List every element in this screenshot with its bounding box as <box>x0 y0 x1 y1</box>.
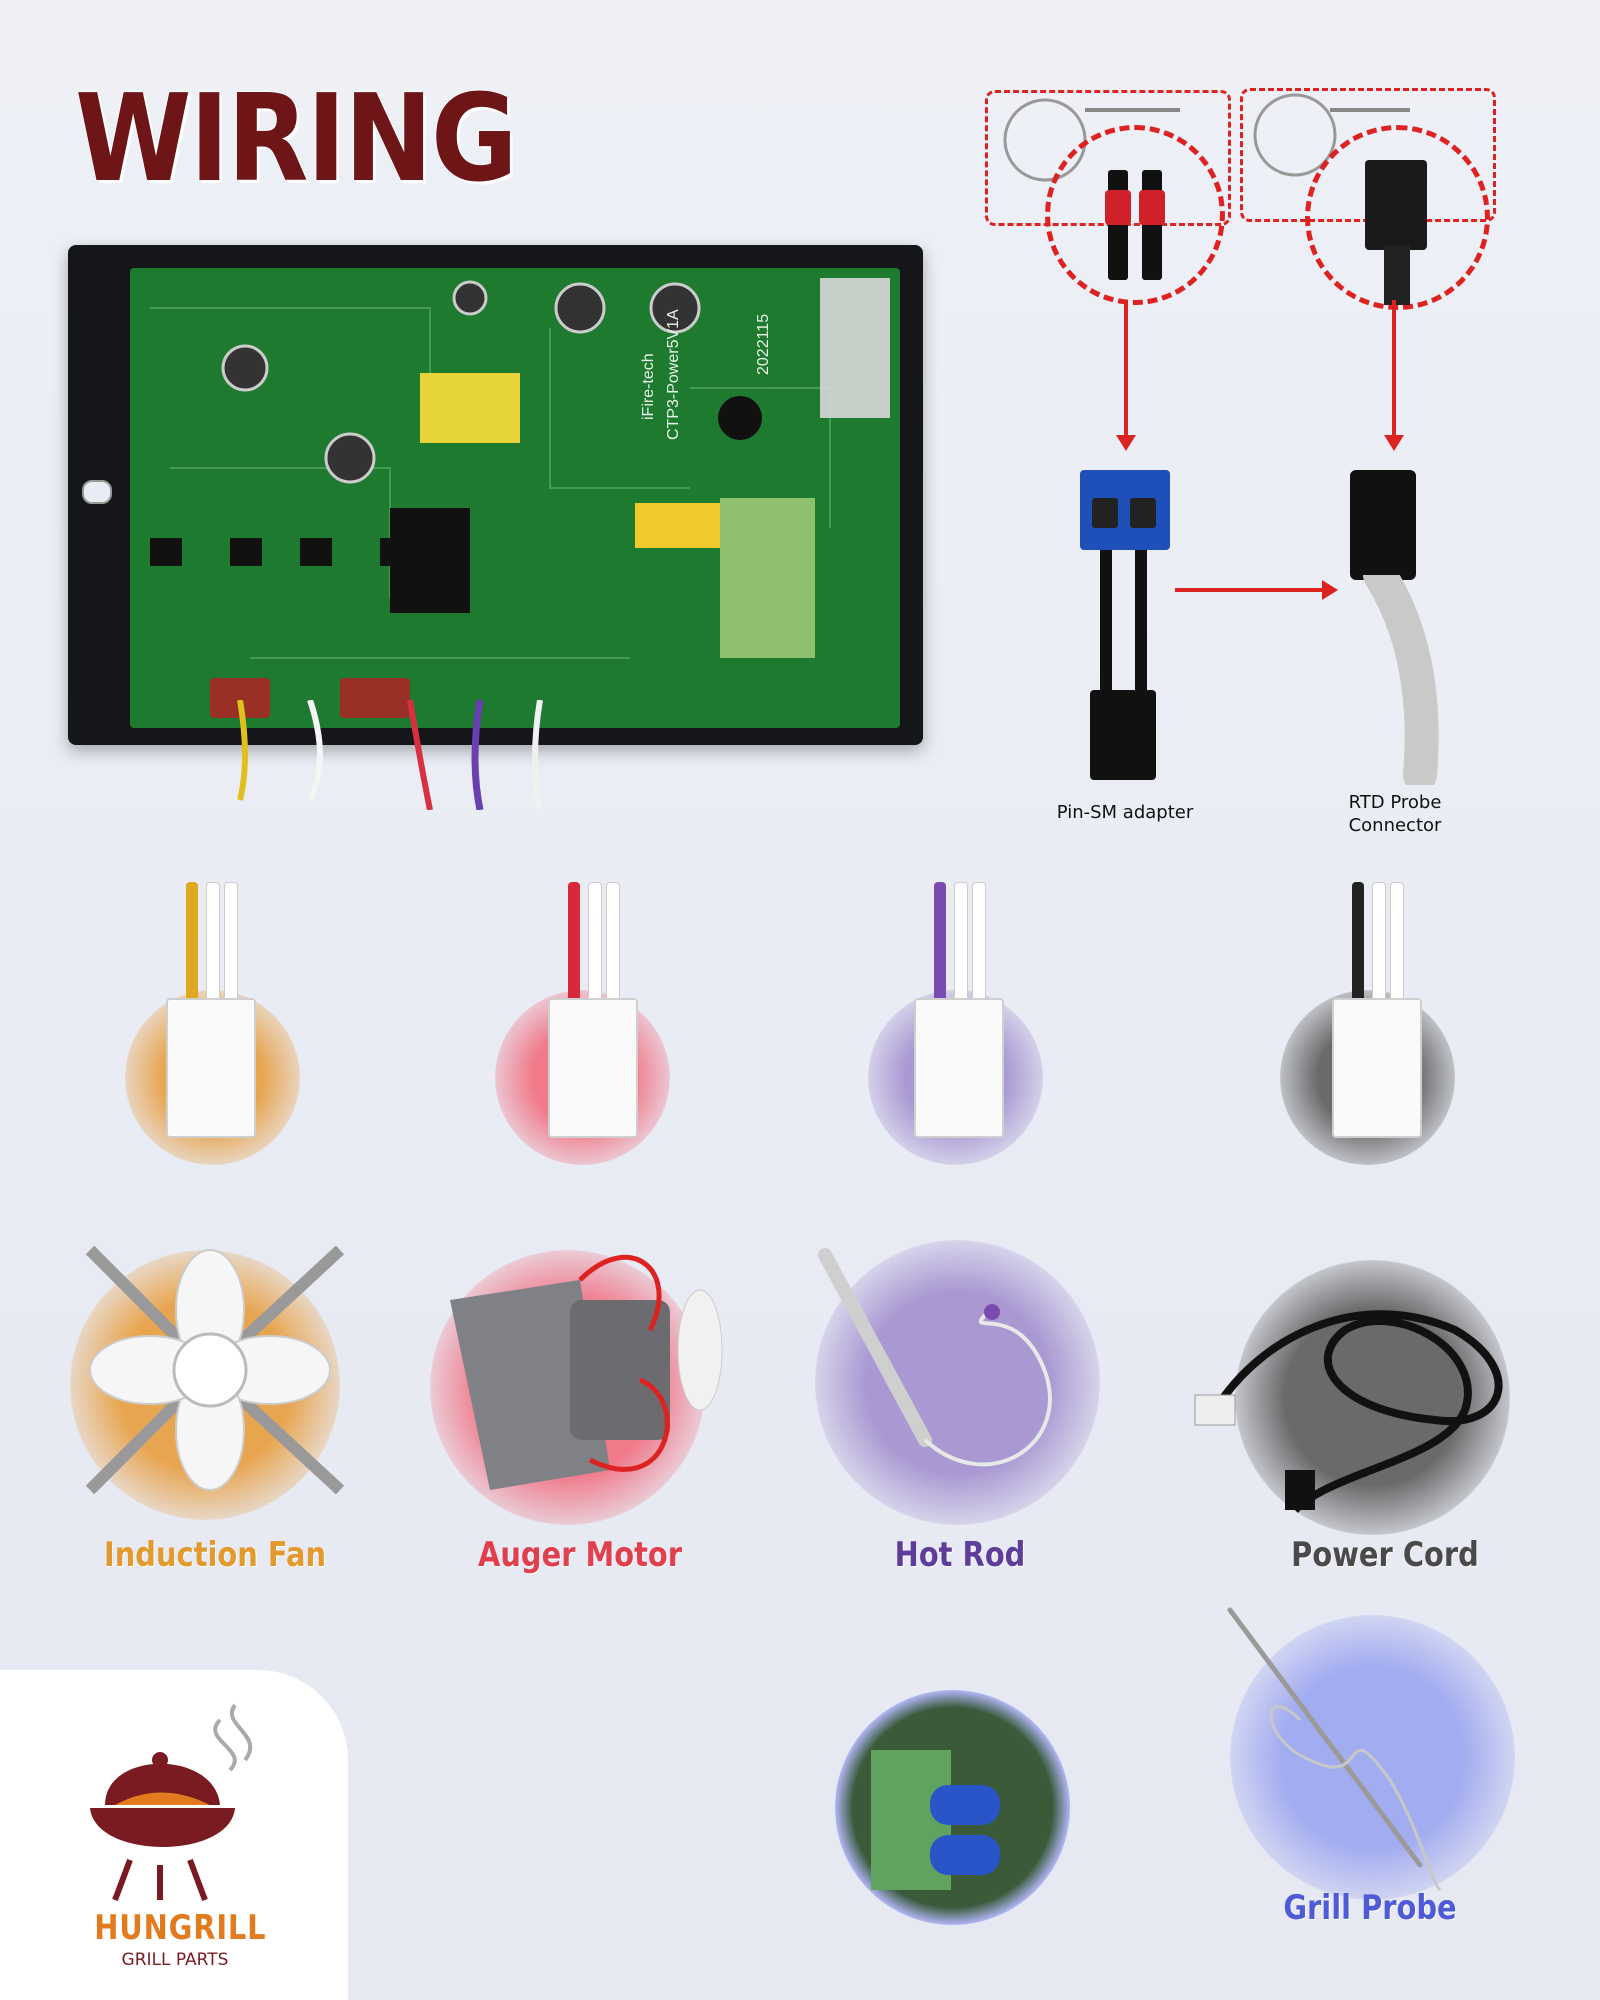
induction-fan-icon <box>85 1245 345 1495</box>
hotrod-wire-purple <box>934 882 946 1002</box>
arrow-right <box>1175 588 1325 592</box>
auger-wire-white-2 <box>606 882 620 1004</box>
adapter-wire-1 <box>1100 550 1112 700</box>
board-silk-text: iFire-tech <box>640 353 657 420</box>
fan-connector <box>166 998 256 1138</box>
rtd-connector-label-1: RTD Probe <box>1348 792 1442 813</box>
pin-sm-adapter-terminal <box>1080 470 1170 550</box>
pin-connector-zoom <box>1045 125 1225 305</box>
hot-rod-label: Hot Rod <box>894 1535 1026 1575</box>
arrow-head-left <box>1116 435 1136 451</box>
auger-motor-label: Auger Motor <box>477 1535 683 1575</box>
fan-wire-white <box>206 882 220 1004</box>
adapter-wire-2 <box>1135 550 1147 700</box>
filter-block <box>720 498 815 658</box>
power-cord-icon <box>1194 1310 1503 1513</box>
grill-probe-icon <box>1227 1607 1442 1892</box>
pin-sm-adapter-label: Pin-SM adapter <box>1056 802 1194 823</box>
hotrod-wire-white-2 <box>972 882 986 1004</box>
board-silk-date: 2022115 <box>755 313 772 375</box>
board-wires <box>237 700 543 810</box>
hotrod-connector <box>914 998 1004 1138</box>
arrow-down-right <box>1392 300 1396 440</box>
power-cord-label: Power Cord <box>1291 1535 1479 1575</box>
auger-connector <box>548 998 638 1138</box>
hot-rod-icon <box>818 1248 1052 1467</box>
adapter-plug <box>1090 690 1156 780</box>
brand-name: HUNGRILL <box>94 1908 267 1948</box>
hot-rod-glow <box>815 1240 1100 1525</box>
terminal-zoom <box>835 1690 1070 1925</box>
grill-probe-label: Grill Probe <box>1283 1888 1457 1928</box>
grill-logo-icon <box>90 1703 253 1902</box>
auger-wire-white <box>588 882 602 1004</box>
fan-wire-yellow <box>186 882 198 1002</box>
rtd-connector-label-2: Connector <box>1348 815 1442 836</box>
power-wire-white-2 <box>1390 882 1404 1004</box>
arrow-head-mid <box>1322 580 1338 600</box>
arrow-down-left <box>1124 300 1128 440</box>
brand-tagline: GRILL PARTS <box>121 1950 229 1970</box>
hotrod-wire-white <box>954 882 968 1004</box>
fan-wire-white-2 <box>224 882 238 1004</box>
circuit-board <box>130 268 900 728</box>
probe-illustrations <box>1003 93 1410 182</box>
power-wire-white <box>1372 882 1386 1004</box>
rtd-connector-cable <box>1363 575 1439 785</box>
rtd-connector-plug <box>1350 470 1416 580</box>
power-connector <box>1332 998 1422 1138</box>
capacitor-yellow <box>635 503 725 548</box>
circuit-board-drawing <box>150 278 890 718</box>
auger-wire-red <box>568 882 580 1002</box>
rtd-connector-zoom <box>1305 125 1490 310</box>
board-silk-text-2: CTP3-Power5V1A <box>665 309 682 440</box>
transformer <box>420 373 520 443</box>
induction-fan-label: Induction Fan <box>103 1535 327 1575</box>
arrow-head-right <box>1384 435 1404 451</box>
page-title: WIRING <box>75 70 518 209</box>
mount-hole-left <box>82 480 112 504</box>
auger-motor-icon <box>450 1254 723 1490</box>
power-wire-black <box>1352 882 1364 1002</box>
